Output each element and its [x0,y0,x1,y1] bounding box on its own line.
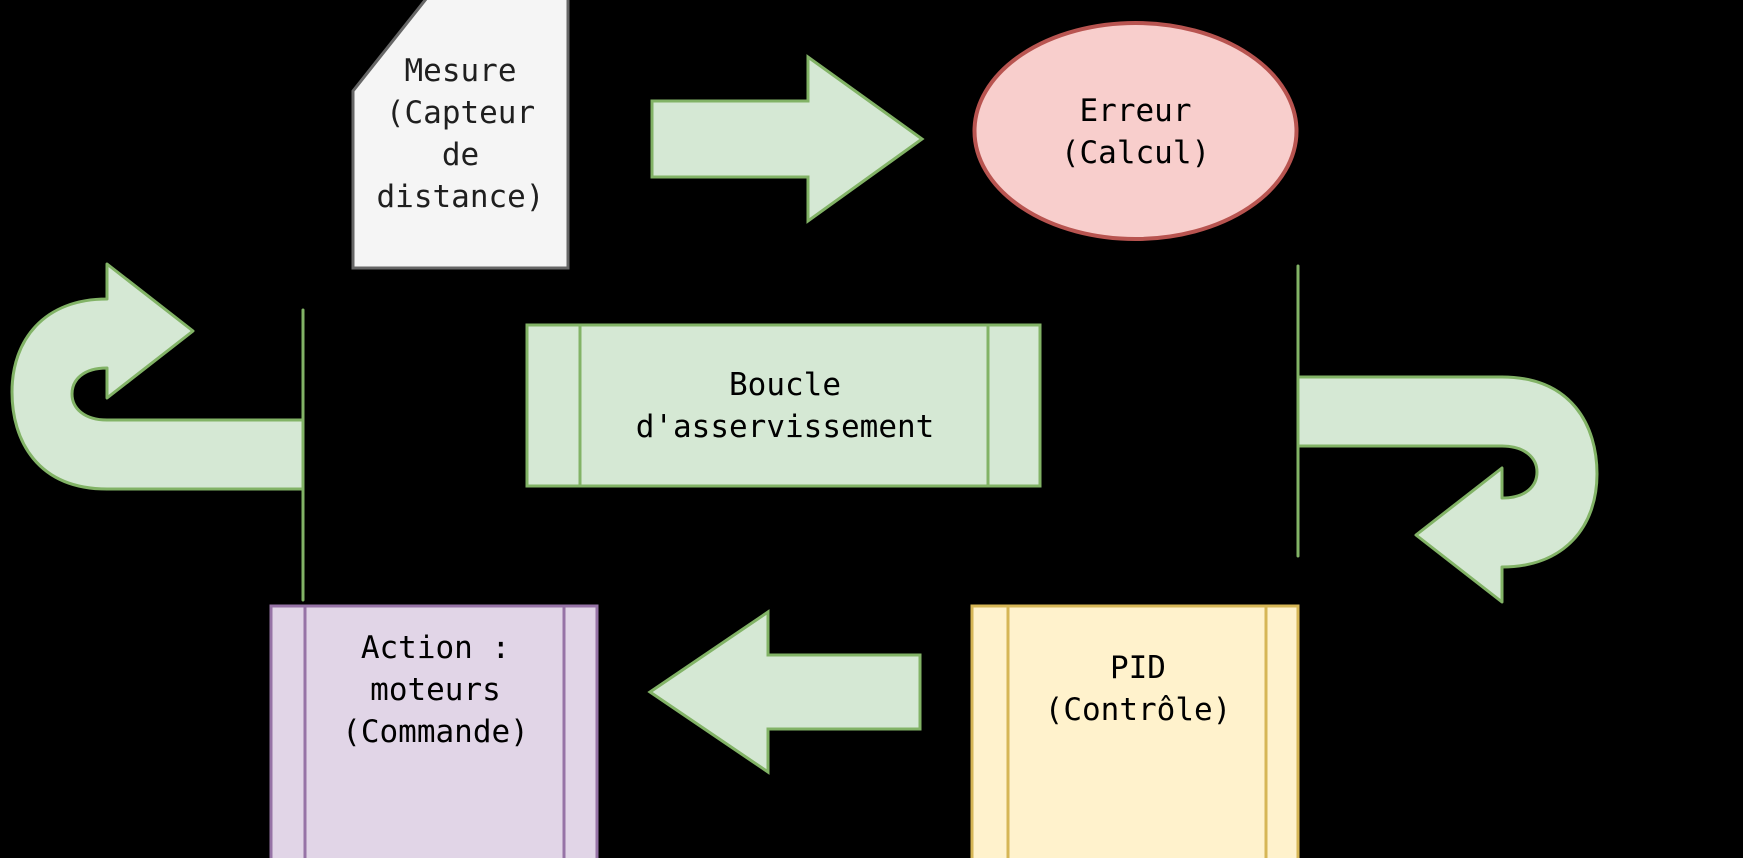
node-action-shape [269,604,599,858]
node-mesure-shape [351,0,570,270]
connector-pid-to-action [647,609,922,775]
connector-erreur-to-pid [1296,264,1599,604]
connector-action-to-mesure [10,262,305,602]
node-erreur-shape [972,21,1299,241]
connector-mesure-to-erreur [650,54,925,224]
node-pid-shape [970,604,1300,858]
node-boucle-shape [525,323,1042,488]
